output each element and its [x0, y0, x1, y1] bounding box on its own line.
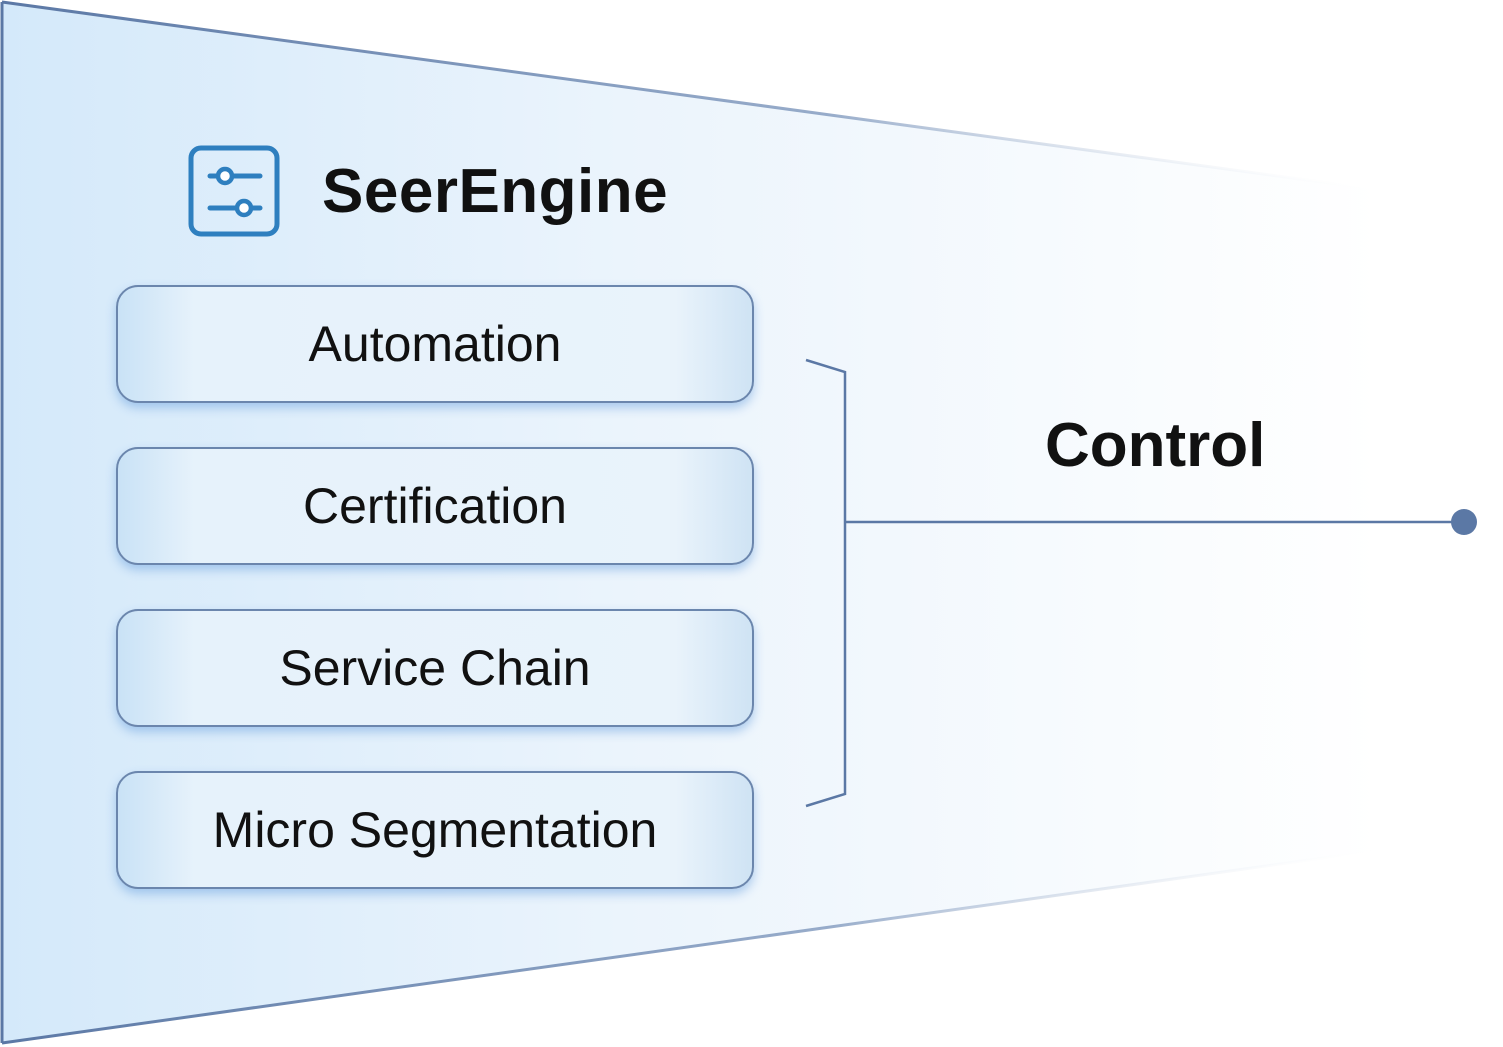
title-row: SeerEngine: [188, 143, 668, 239]
connector-endpoint: [1451, 509, 1477, 535]
module-automation: Automation: [116, 285, 754, 403]
bracket: [805, 358, 847, 808]
control-label: Control: [1045, 411, 1266, 480]
module-service-chain: Service Chain: [116, 609, 754, 727]
sliders-icon: [188, 145, 280, 237]
module-micro-segmentation: Micro Segmentation: [116, 771, 754, 889]
module-certification: Certification: [116, 447, 754, 565]
panel-bottom-edge: [1, 848, 1381, 1045]
panel-top-edge: [1, 0, 1381, 192]
page-title: SeerEngine: [322, 156, 669, 226]
